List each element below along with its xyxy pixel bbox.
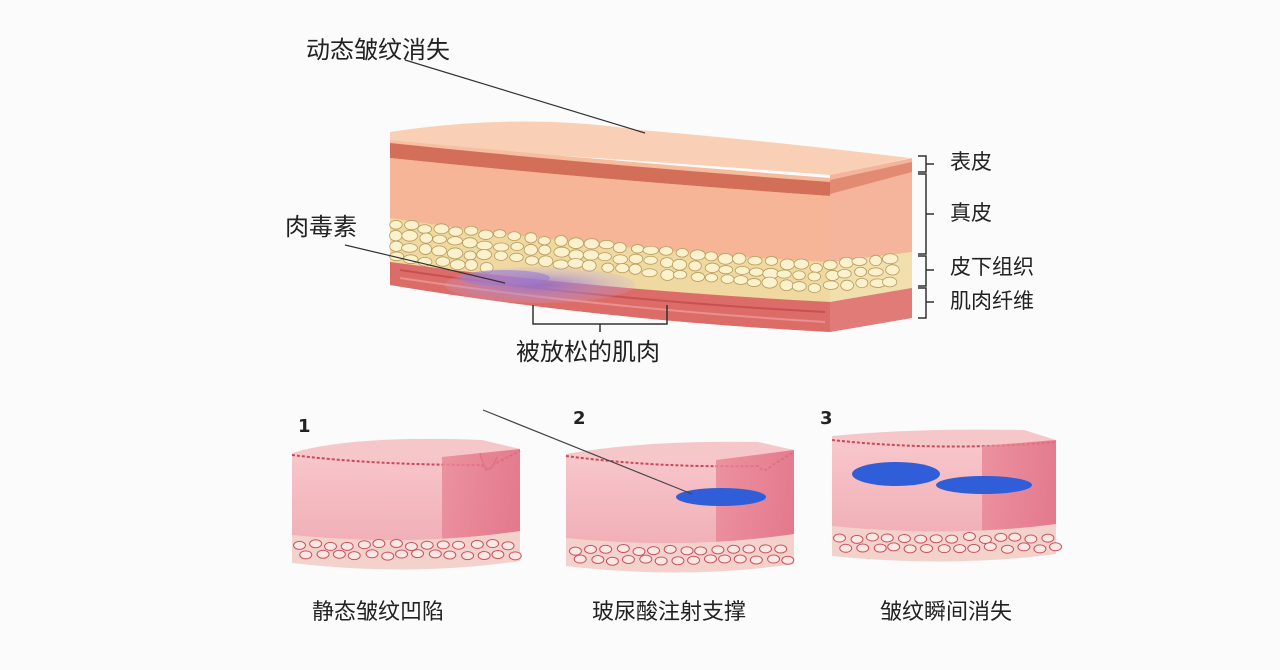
fat-cells (389, 219, 900, 294)
botox-leader-line (344, 244, 506, 284)
subcutaneous-label: 皮下组织 (950, 255, 1034, 279)
fat-layer (390, 218, 830, 302)
step-3-number: 3 (820, 408, 833, 429)
dermis-label: 真皮 (950, 201, 992, 225)
step-2-caption: 玻尿酸注射支撑 (592, 600, 747, 625)
layer-brackets (918, 155, 934, 319)
step-1-block (291, 438, 522, 570)
filler-injection (676, 488, 766, 506)
botox-label: 肉毒素 (285, 213, 357, 241)
step-3-block (831, 429, 1063, 562)
step-3-caption: 皱纹瞬间消失 (880, 600, 1013, 625)
step-2-block (565, 441, 795, 573)
skin-top-surface (390, 121, 910, 175)
muscle-fiber-label: 肌肉纤维 (950, 289, 1034, 313)
dermis-band (390, 158, 830, 262)
relaxed-muscle-bracket (532, 305, 668, 332)
filler-injection-right (936, 476, 1032, 494)
step-1-caption: 静态皱纹凹陷 (312, 600, 445, 625)
step-1-number: 1 (298, 416, 311, 437)
main-skin-block (389, 121, 912, 332)
epidermis-label: 表皮 (950, 150, 992, 174)
epidermis-band (390, 143, 830, 196)
filler-injection-left (852, 462, 940, 486)
needle-line (482, 409, 693, 495)
relaxed-muscle-label: 被放松的肌肉 (516, 338, 660, 366)
step-2-number: 2 (573, 408, 586, 429)
wrinkle-leader-line (404, 59, 646, 134)
wrinkle-disappear-label: 动态皱纹消失 (306, 36, 450, 64)
